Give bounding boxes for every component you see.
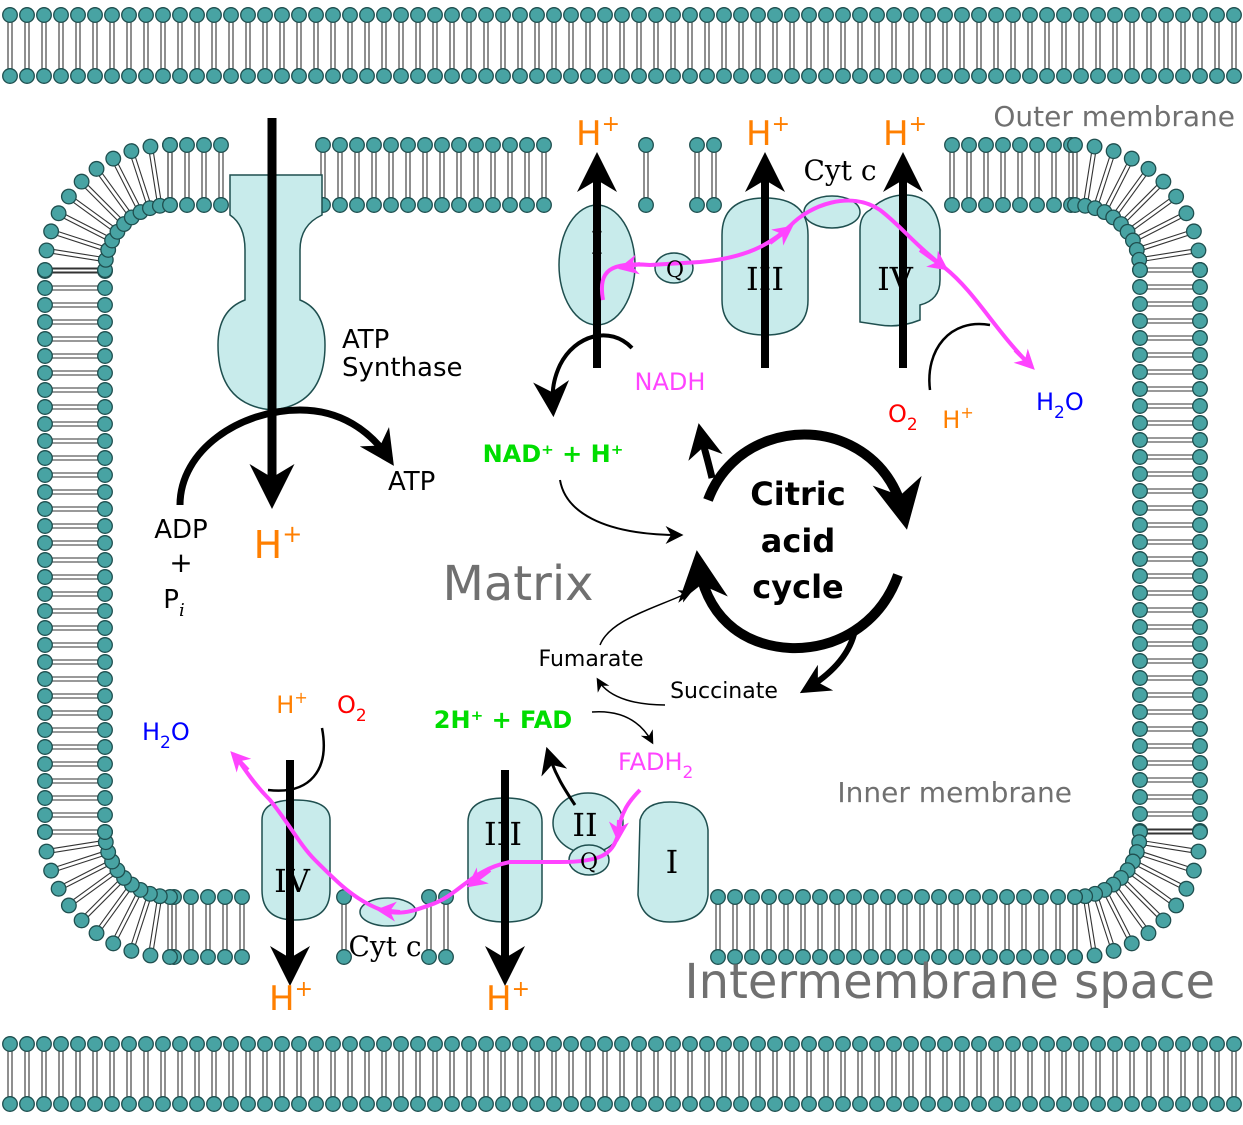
atp-label: ATP <box>388 467 435 497</box>
intermembrane-space-label: Intermembrane space <box>684 954 1215 1010</box>
inner-membrane-label: Inner membrane <box>837 776 1072 809</box>
adp-plus-label: + <box>169 546 192 579</box>
adp-to-atp-arrow <box>176 406 394 506</box>
oxygen-label-top: O2 <box>888 400 918 435</box>
q-label-bottom: Q <box>580 850 598 875</box>
proton-label-top-reduction: H+ <box>942 403 973 434</box>
q-label-top: Q <box>666 258 684 283</box>
oxygen-reduction-curve-top <box>928 322 991 391</box>
water-label-bottom: H2O <box>142 718 190 753</box>
adp-label: ADP <box>154 515 208 545</box>
cyt-c-label-top: Cyt c <box>803 154 876 187</box>
proton-label-complex-IV-bottom: H+ <box>269 977 313 1019</box>
proton-label-complex-I: H+ <box>576 112 620 154</box>
cyt-c-label-bottom: Cyt c <box>348 930 421 963</box>
atp-synthase-label-2: Synthase <box>342 353 463 383</box>
complex-II-label: II <box>572 806 597 844</box>
proton-label-complex-III: H+ <box>746 112 790 154</box>
complex-I-label-bottom: I <box>666 843 679 881</box>
citric-cycle-label-2: acid <box>761 522 835 560</box>
citric-acid-cycle <box>678 423 922 694</box>
matrix-label: Matrix <box>442 556 593 612</box>
ubiquinone-top <box>654 252 694 284</box>
nadh-label: NADH <box>635 368 706 396</box>
inner-membrane <box>37 137 1208 965</box>
pi-label: Pi <box>163 585 184 621</box>
water-label-top: H2O <box>1036 388 1084 423</box>
outer-membrane-top <box>2 7 1242 84</box>
atp-synthase-label-1: ATP <box>342 325 389 355</box>
complex-III-label-bottom: III <box>484 815 522 853</box>
electron-path-top <box>600 198 1032 367</box>
proton-label-atp-synthase: H+ <box>254 520 303 567</box>
citric-cycle-label-3: cycle <box>752 568 843 606</box>
fadh2-label: FADH2 <box>618 748 693 783</box>
proton-label-complex-IV: H+ <box>883 112 927 154</box>
complex-IV-label-top: IV <box>877 260 914 298</box>
complex-IV-bottom <box>261 799 331 921</box>
complex-I-label-top: I <box>591 224 604 262</box>
nadh-oxidation-arrow <box>533 333 634 418</box>
outer-membrane-bottom <box>2 1036 1242 1112</box>
succinate-label: Succinate <box>670 679 778 704</box>
proton-label-complex-III-bottom: H+ <box>486 977 530 1019</box>
complex-III-label-top: III <box>746 260 784 298</box>
oxygen-reduction-curve-bottom <box>267 727 325 792</box>
nad-label: NAD⁺ + H⁺ <box>483 440 624 468</box>
proton-label-bottom-reduction: H+ <box>276 688 307 719</box>
fadh2-oxidation-arrow <box>541 746 577 806</box>
citric-cycle-label-1: Citric <box>750 475 845 513</box>
complex-IV-label-bottom: IV <box>274 862 311 900</box>
electron-path-bottom <box>233 753 642 915</box>
text-layer: Outer membrane Inner membrane Intermembr… <box>142 100 1235 1019</box>
fumarate-label: Fumarate <box>539 647 644 672</box>
complex-I-bottom <box>637 801 709 923</box>
outer-membrane-label: Outer membrane <box>993 100 1235 133</box>
fad-label: 2H⁺ + FAD <box>434 706 572 734</box>
oxygen-label-bottom: O2 <box>337 691 367 726</box>
